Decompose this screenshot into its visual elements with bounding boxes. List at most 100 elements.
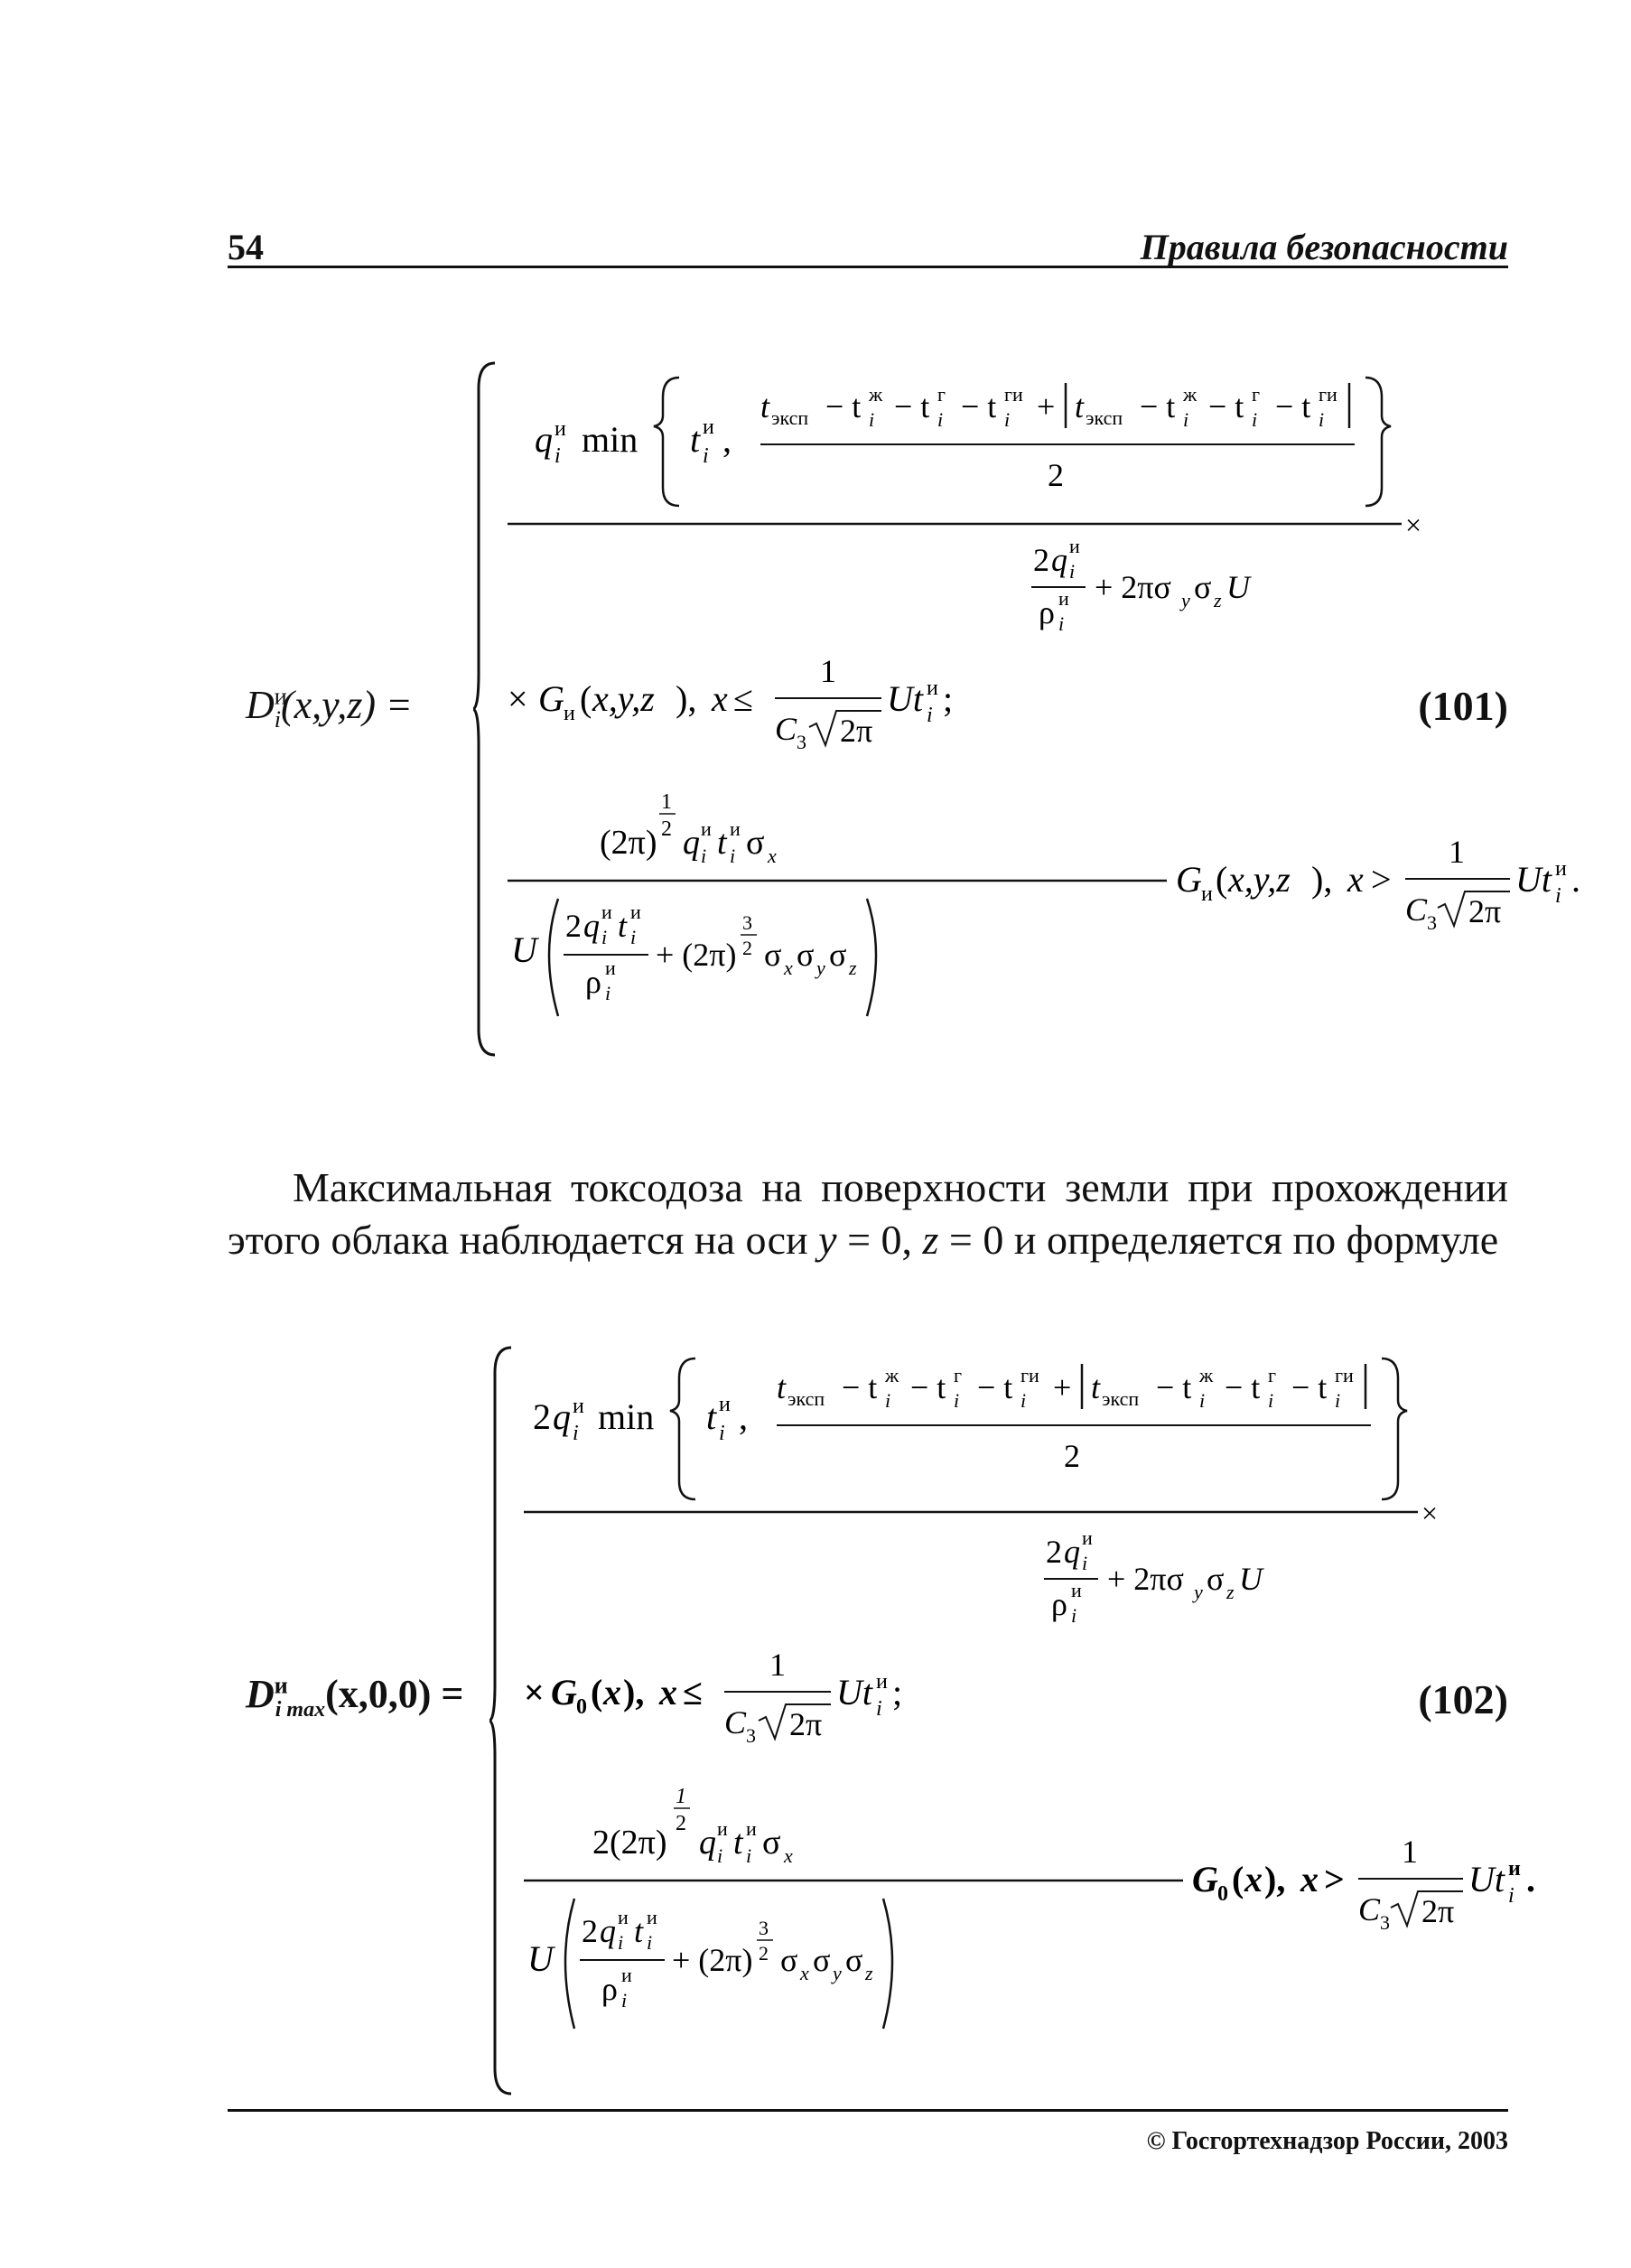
svg-text:x: x [1244,1859,1263,1899]
svg-text:2: 2 [582,1913,598,1949]
svg-text:σ: σ [1194,569,1211,605]
svg-text:y: y [1179,589,1190,611]
copyright: © Госгортехнадзор России, 2003 [1146,2127,1508,2155]
svg-text:i: i [937,408,943,431]
svg-text:σ: σ [829,937,846,973]
svg-text:i: i [717,1844,722,1867]
svg-text:t: t [706,1396,717,1437]
svg-text:C: C [724,1704,747,1741]
svg-text:г: г [937,383,946,406]
svg-text:− t: − t [977,1369,1012,1405]
formula-101-case-3: 1 2 (2π) q и i t и i σ x U 2 q и i t [499,781,1631,1052]
svg-text:i: i [621,1989,627,2011]
svg-text:i: i [1268,1389,1273,1412]
svg-text:− t: − t [1156,1369,1191,1405]
svg-text:,: , [722,419,732,460]
svg-text:i: i [1071,1604,1076,1627]
svg-text:ρ: ρ [601,1971,618,2007]
svg-text:t: t [777,1369,787,1405]
svg-text:i: i [1199,1389,1205,1412]
svg-text:;: ; [892,1672,902,1713]
running-title: Правила безопасности [1140,227,1508,267]
formula-101: Dиi(x,y,z) = q и i min t и i , t эксп − … [228,361,1580,1057]
svg-text:U: U [1239,1561,1264,1597]
formula-102-case-1: 2 q и i min t и i , t эксп − t ж i − t г… [515,1346,1631,1627]
svg-text:(: ( [591,1672,602,1713]
svg-text:x: x [1300,1859,1319,1899]
svg-text:x: x [658,1672,677,1713]
svg-text:и: и [1201,882,1213,906]
svg-text:Ut: Ut [1515,859,1552,900]
svg-text:ги: ги [1004,383,1023,406]
svg-text:и: и [1555,857,1567,881]
lhs-superscript: и [274,1672,288,1699]
svg-text:×: × [508,678,528,719]
svg-text:1: 1 [1402,1834,1418,1870]
svg-text:ги: ги [1021,1364,1039,1386]
svg-text:i: i [1508,1884,1514,1908]
svg-text:2π: 2π [840,713,872,749]
svg-text:+: + [1037,388,1055,425]
svg-text:i: i [703,444,709,468]
svg-text:i: i [1058,612,1064,635]
formula-102: Dиi max(x,0,0) = 2 q и i min t и i , t э… [228,1346,1535,2095]
svg-text:ги: ги [1335,1364,1354,1386]
svg-text:q: q [683,824,700,862]
svg-text:i: i [573,1422,579,1445]
svg-text:i: i [1082,1552,1087,1574]
svg-text:2: 2 [661,817,672,841]
svg-text:i: i [1021,1389,1026,1412]
svg-text:+ (2π): + (2π) [656,937,736,973]
svg-text:q: q [699,1824,716,1862]
svg-text:эксп: эксп [788,1387,825,1410]
paragraph-text-1: Максимальная токсодоза на поверхности зе… [228,1164,1508,1263]
svg-text:− t: − t [910,1369,946,1405]
svg-text:и: и [573,1395,584,1418]
svg-text:(: ( [1216,859,1227,900]
footer-rule [228,2109,1508,2112]
svg-text:t: t [690,419,701,460]
svg-text:i: i [885,1389,890,1412]
svg-text:),: ), [623,1672,644,1713]
svg-text:и: и [719,1393,731,1416]
svg-text:1: 1 [661,790,672,814]
svg-text:эксп: эксп [771,406,808,429]
svg-text:.: . [1571,859,1580,900]
svg-text:t: t [760,388,770,425]
svg-text:(: ( [580,678,592,719]
header-rule [228,266,1508,268]
svg-text:ρ: ρ [585,964,601,1000]
svg-text:и: и [601,901,612,923]
svg-text:ж: ж [1198,1364,1214,1386]
svg-text:2: 2 [742,937,752,959]
left-brace [489,1346,512,2095]
svg-text:i: i [555,444,561,468]
lhs-args: (x,0,0) = [325,1672,464,1716]
svg-text:i: i [876,1697,882,1721]
svg-text:min: min [582,419,638,460]
svg-text:i: i [1555,884,1561,908]
svg-text:и: и [703,415,714,439]
case-2-drawing: × G 0 ( x ), x ≤ 1 C 3 2π Ut и i ; [524,1647,902,1747]
svg-text:ж: ж [868,383,883,406]
svg-text:.: . [1526,1859,1535,1899]
svg-text:i: i [618,1931,623,1954]
lhs-args: (x,y,z) = [280,683,413,727]
svg-text:U: U [1226,569,1252,605]
svg-text:1: 1 [769,1647,786,1683]
svg-text:Ut: Ut [836,1672,873,1713]
svg-text:),: ), [676,678,696,719]
svg-text:q: q [600,1913,616,1949]
svg-text:3: 3 [759,1917,769,1939]
case-1-drawing: q и i min t и i , t эксп − t ж i − t г i… [508,376,1421,635]
svg-text:1: 1 [676,1785,686,1808]
svg-text:i: i [701,845,706,867]
svg-text:и: и [701,817,712,840]
formula-102-lhs: Dиi max(x,0,0) = [246,1671,464,1722]
body-paragraph: Максимальная токсодоза на поверхности зе… [228,1162,1508,1266]
svg-text:G: G [538,678,564,719]
svg-text:2: 2 [759,1942,769,1965]
svg-text:2: 2 [1046,1534,1062,1570]
running-header: 54 Правила безопасности [228,226,1508,271]
